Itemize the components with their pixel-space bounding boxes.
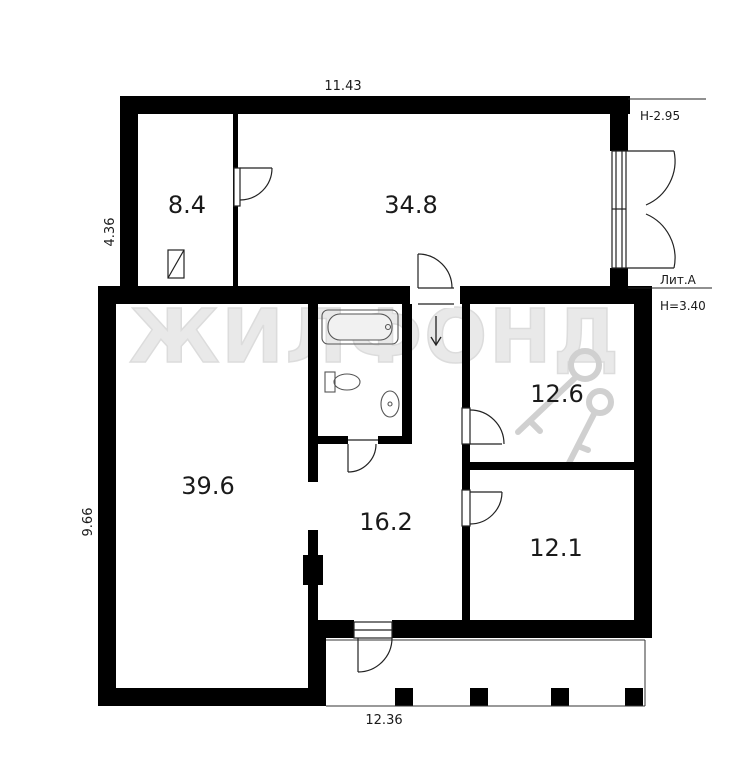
room-area-label: 16.2: [359, 508, 412, 536]
toilet-icon: [324, 371, 361, 393]
vent-icon: [167, 249, 185, 279]
height-upper: H-2.95: [640, 109, 680, 123]
wall-step-vertical: [308, 620, 326, 706]
room-area-label: 39.6: [181, 472, 234, 500]
wall-middle-b: [460, 286, 652, 304]
dimension-left-lower: 9.66: [81, 508, 96, 537]
height-callouts: [628, 98, 712, 289]
wall-corridor-right-b: [462, 444, 470, 490]
door-icon: [417, 253, 454, 308]
dimension-left-upper: 4.36: [103, 218, 118, 247]
wall-right-rooms-divider: [470, 462, 634, 470]
dimension-top: 11.43: [324, 79, 361, 94]
wall-step-a: [308, 620, 354, 638]
post-2: [470, 688, 488, 706]
wall-bath-right: [402, 304, 412, 444]
door-icon: [461, 489, 503, 527]
wall-right-upper-a: [610, 96, 628, 151]
room-area-label: 8.4: [168, 191, 206, 219]
wall-right-upper-b: [610, 268, 628, 290]
chimney-icon: [303, 555, 323, 585]
wall-bath-bottom-a: [308, 436, 348, 444]
wall-right-lower: [634, 286, 652, 638]
wall-bath-bottom-b: [378, 436, 412, 444]
post-4: [625, 688, 643, 706]
wall-corridor-right-c: [462, 526, 470, 620]
wall-middle-a: [98, 286, 410, 304]
room-area-label: 12.6: [530, 380, 583, 408]
wall-bottom-left: [98, 688, 326, 706]
post-1: [395, 688, 413, 706]
wall-left-lower: [98, 286, 116, 706]
litera-label: Лит.А: [660, 273, 697, 287]
wall-corridor-right-a: [462, 304, 470, 408]
door-icon: [353, 621, 393, 673]
sink-icon: [380, 390, 400, 418]
height-lower: H=3.40: [660, 299, 706, 313]
wall-bath-left: [308, 304, 318, 482]
door-icon: [233, 167, 273, 207]
porch: [326, 639, 646, 707]
post-3: [551, 688, 569, 706]
keys-icon: [515, 348, 614, 468]
wall-step-b: [392, 620, 652, 638]
bathtub-icon: [321, 309, 399, 345]
doors: [233, 150, 676, 673]
stair-arrow-icon: [430, 316, 442, 347]
dimension-bottom: 12.36: [365, 713, 402, 728]
wall-top-upper: [120, 96, 630, 114]
room-area-label: 34.8: [384, 191, 437, 219]
door-icon: [461, 407, 505, 445]
window-icon: [611, 150, 676, 269]
walls: [98, 96, 652, 706]
room-area-label: 12.1: [529, 534, 582, 562]
door-icon: [347, 439, 378, 473]
wall-left-upper: [120, 96, 138, 301]
